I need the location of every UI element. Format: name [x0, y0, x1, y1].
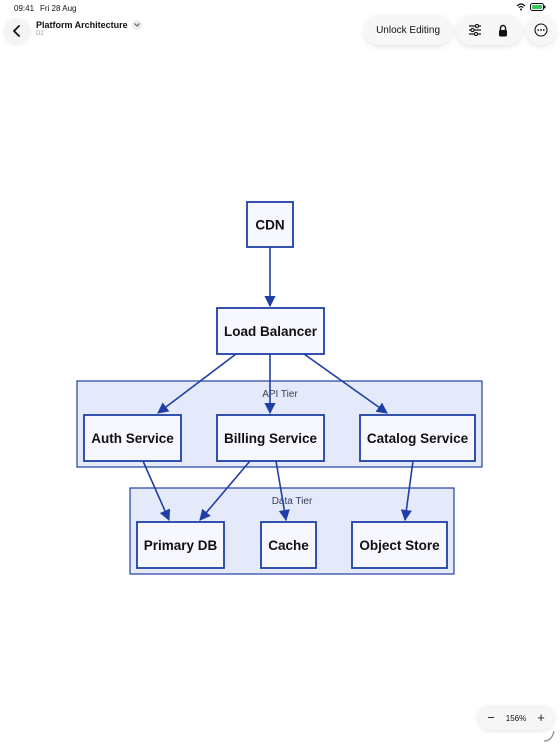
node-label: Cache	[268, 538, 309, 553]
node-cdn[interactable]: CDN	[246, 201, 294, 248]
back-button[interactable]	[4, 18, 30, 44]
page-title: Platform Architecture	[36, 20, 128, 30]
lock-icon[interactable]	[490, 17, 516, 43]
node-primary[interactable]: Primary DB	[136, 521, 225, 569]
node-label: Primary DB	[144, 538, 218, 553]
node-box	[246, 201, 294, 248]
group-label: API Tier	[262, 389, 298, 400]
more-icon	[534, 23, 548, 37]
node-label: Object Store	[359, 538, 440, 553]
status-date: Fri 28 Aug	[40, 4, 77, 13]
edge-auth-primary	[142, 460, 171, 522]
group-label: Data Tier	[272, 496, 313, 507]
chevron-left-icon	[13, 25, 20, 37]
edge-billing-cache	[275, 460, 290, 522]
node-box	[359, 414, 476, 462]
node-label: Auth Service	[91, 431, 174, 446]
node-box	[83, 414, 182, 462]
battery-icon	[530, 3, 546, 11]
edge-billing-primary	[199, 460, 251, 521]
zoom-control: − 156% +	[478, 706, 554, 730]
node-label: Billing Service	[224, 431, 318, 446]
node-box	[216, 414, 325, 462]
node-box	[260, 521, 317, 569]
zoom-in-button[interactable]: +	[537, 710, 545, 725]
node-label: CDN	[255, 218, 284, 233]
status-icons	[516, 3, 546, 11]
more-button[interactable]	[526, 15, 556, 45]
edge-lb-catalog	[303, 353, 388, 414]
node-box	[351, 521, 448, 569]
toolbar: Unlock Editing	[364, 14, 556, 46]
node-auth[interactable]: Auth Service	[83, 414, 182, 462]
edge-lb-auth	[157, 353, 237, 414]
unlock-editing-button[interactable]: Unlock Editing	[364, 15, 452, 45]
status-time: 09:41	[14, 4, 35, 13]
chevron-down-icon	[131, 20, 142, 30]
tool-group	[456, 15, 522, 45]
node-label: Catalog Service	[367, 431, 469, 446]
node-box	[136, 521, 225, 569]
document-subtitle: D2	[36, 31, 44, 37]
status-bar: 09:41 Fri 28 Aug	[0, 0, 560, 18]
node-label: Load Balancer	[224, 324, 318, 339]
node-cache[interactable]: Cache	[260, 521, 317, 569]
node-catalog[interactable]: Catalog Service	[359, 414, 476, 462]
node-store[interactable]: Object Store	[351, 521, 448, 569]
node-box	[216, 307, 325, 355]
document-title-menu[interactable]: Platform Architecture	[36, 20, 142, 30]
zoom-out-button[interactable]: −	[487, 710, 495, 725]
zoom-level: 156%	[505, 713, 527, 723]
edge-catalog-store	[400, 460, 414, 522]
resize-handle-icon[interactable]	[542, 729, 556, 743]
sliders-icon[interactable]	[462, 17, 488, 43]
node-lb[interactable]: Load Balancer	[216, 307, 325, 355]
wifi-icon	[516, 3, 526, 11]
node-billing[interactable]: Billing Service	[216, 414, 325, 462]
